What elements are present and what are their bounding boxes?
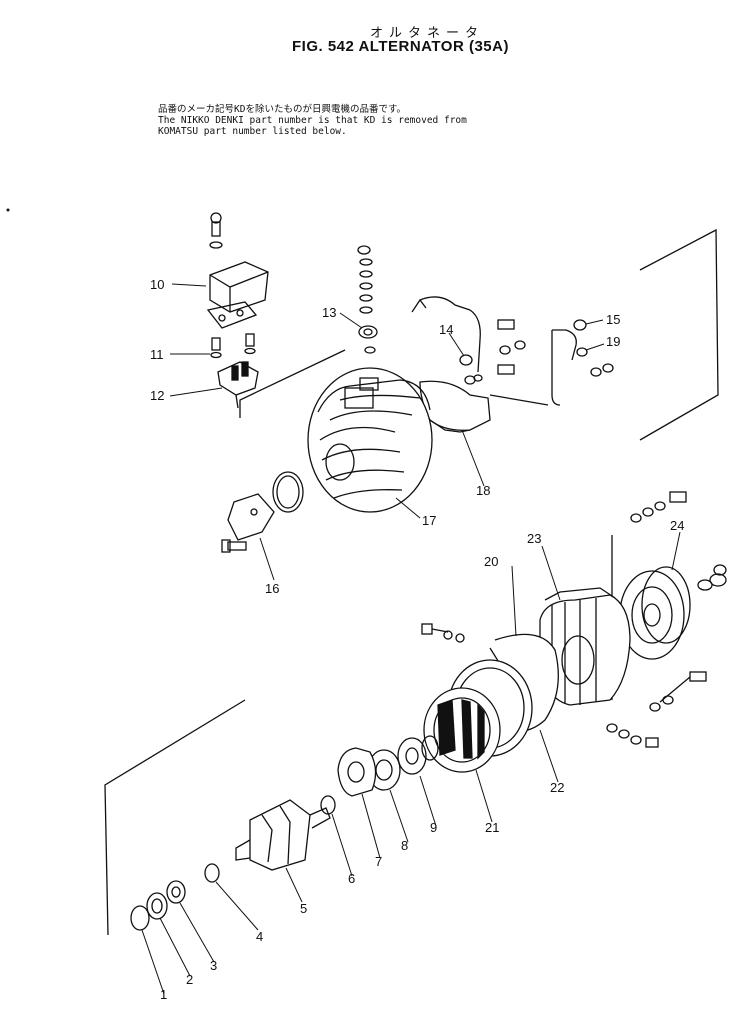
callout-2: 2 xyxy=(186,972,193,987)
spacer-collar xyxy=(166,880,186,904)
terminal-wire xyxy=(489,319,614,406)
callout-1: 1 xyxy=(160,987,167,1002)
terminal-nut-stack xyxy=(357,245,378,354)
callout-14: 14 xyxy=(439,322,453,337)
callout-13: 13 xyxy=(322,305,336,320)
gasket-ring-inner xyxy=(276,475,300,509)
callout-23: 23 xyxy=(527,531,541,546)
bearing-cover xyxy=(397,737,427,775)
callout-19: 19 xyxy=(606,334,620,349)
lock-washer xyxy=(130,905,150,931)
pulley-nut-inner xyxy=(151,898,163,914)
rear-housing xyxy=(307,367,433,513)
callout-12: 12 xyxy=(150,388,164,403)
leader-lines xyxy=(141,283,681,995)
group-line-bottom-left xyxy=(104,699,246,936)
note-line-en-2: KOMATSU part number listed below. xyxy=(158,126,347,137)
end-cover-plate xyxy=(221,493,275,553)
pulley-nut xyxy=(146,892,168,920)
bearing-cover-inner xyxy=(405,747,419,765)
callout-8: 8 xyxy=(401,838,408,853)
through-bolts xyxy=(421,623,707,748)
callout-labels: 1 2 3 4 5 6 7 8 9 10 11 12 13 14 15 16 1… xyxy=(150,277,684,1002)
callout-5: 5 xyxy=(300,901,307,916)
stray-dot xyxy=(6,208,10,212)
figure-title: FIG. 542 ALTERNATOR (35A) xyxy=(292,38,509,55)
collar-spacer xyxy=(204,863,220,883)
note-line-en-1: The NIKKO DENKI part number is that KD i… xyxy=(158,115,467,126)
note-line-jp: 品番のメーカ記号KDを除いたものが日興電機の品番です。 xyxy=(158,104,406,115)
title-japanese: オルタネータ xyxy=(370,26,485,41)
rotor-fan xyxy=(423,687,501,773)
pulley-washers xyxy=(630,491,687,523)
rotor-shaft xyxy=(235,799,331,871)
brush-holder xyxy=(217,361,259,409)
drive-end-housing xyxy=(539,587,631,706)
callout-11: 11 xyxy=(150,347,164,362)
callout-20: 20 xyxy=(484,554,498,569)
callout-15: 15 xyxy=(606,312,620,327)
spacer-collar-inner xyxy=(171,886,181,898)
callout-10: 10 xyxy=(150,277,164,292)
callout-9: 9 xyxy=(430,820,437,835)
callout-4: 4 xyxy=(256,929,263,944)
regulator-plate xyxy=(206,301,258,329)
regulator-screws xyxy=(210,333,256,359)
lead-wire xyxy=(411,296,526,385)
group-line-top-right xyxy=(639,228,719,441)
part-number-note: 品番のメーカ記号KDを除いたものが日興電機の品番です。 The NIKKO DE… xyxy=(158,104,467,137)
spacer-ring xyxy=(421,735,439,761)
callout-21: 21 xyxy=(485,820,499,835)
callout-17: 17 xyxy=(422,513,436,528)
gasket-ring xyxy=(272,471,304,513)
group-line-left xyxy=(239,349,346,418)
callout-3: 3 xyxy=(210,958,217,973)
callout-16: 16 xyxy=(265,581,279,596)
pulley xyxy=(619,564,727,660)
bearing-retainer xyxy=(337,747,377,797)
callout-6: 6 xyxy=(348,871,355,886)
ball-bearing-inner xyxy=(375,759,393,781)
callout-7: 7 xyxy=(375,854,382,869)
callout-22: 22 xyxy=(550,780,564,795)
callout-18: 18 xyxy=(476,483,490,498)
callout-24: 24 xyxy=(670,518,684,533)
regulator-cover xyxy=(209,212,269,313)
